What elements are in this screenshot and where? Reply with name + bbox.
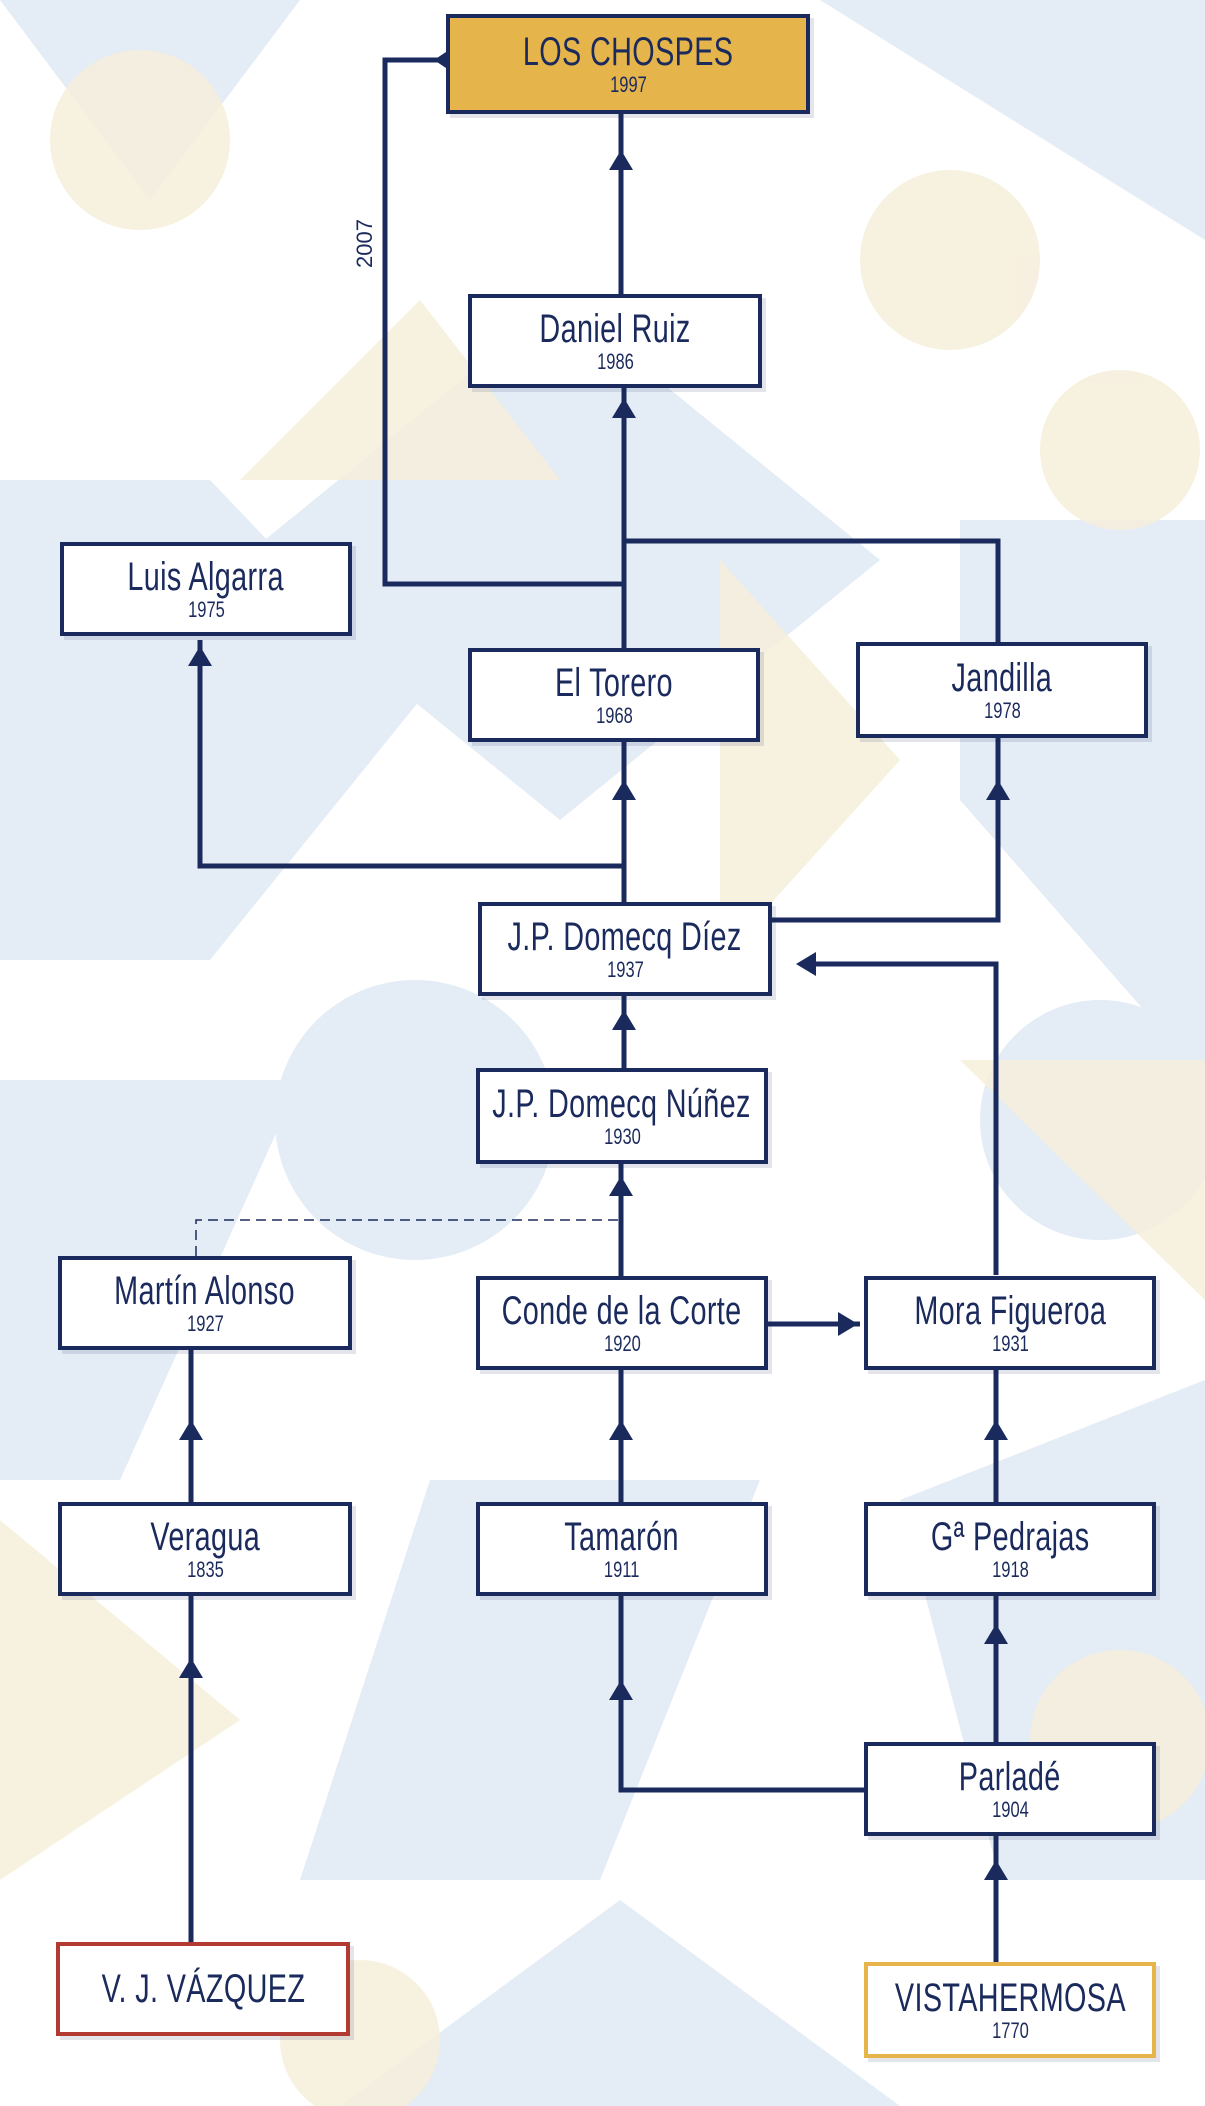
- node-year: 1927: [186, 1311, 224, 1336]
- node-name: Jandilla: [951, 656, 1053, 700]
- node-conde-de-la-corte[interactable]: Conde de la Corte 1920: [476, 1276, 768, 1370]
- node-name: Gª Pedrajas: [930, 1515, 1090, 1559]
- node-year: 1930: [603, 1124, 641, 1149]
- node-year: 1835: [186, 1557, 224, 1582]
- node-year: 1931: [991, 1331, 1029, 1356]
- node-los-chospes[interactable]: LOS CHOSPES 1997: [446, 14, 810, 114]
- node-year: 1937: [606, 957, 644, 982]
- node-parlade[interactable]: Parladé 1904: [864, 1742, 1156, 1836]
- node-ga-pedrajas[interactable]: Gª Pedrajas 1918: [864, 1502, 1156, 1596]
- node-name: Veragua: [150, 1515, 260, 1559]
- node-name: Tamarón: [564, 1515, 680, 1559]
- node-year: 1904: [991, 1797, 1029, 1822]
- node-name: J.P. Domecq Díez: [507, 915, 743, 959]
- node-name: Daniel Ruiz: [539, 307, 691, 351]
- node-luis-algarra[interactable]: Luis Algarra 1975: [60, 542, 352, 636]
- node-name: Mora Figueroa: [914, 1289, 1106, 1333]
- node-year: 1978: [983, 698, 1021, 723]
- node-mora-figueroa[interactable]: Mora Figueroa 1931: [864, 1276, 1156, 1370]
- node-year: 1911: [604, 1557, 640, 1582]
- node-tamaron[interactable]: Tamarón 1911: [476, 1502, 768, 1596]
- node-martin-alonso[interactable]: Martín Alonso 1927: [58, 1256, 352, 1350]
- node-name: V. J. VÁZQUEZ: [101, 1967, 305, 2011]
- node-year: 1986: [596, 349, 634, 374]
- link-year-label: 2007: [352, 219, 377, 268]
- node-vistahermosa[interactable]: VISTAHERMOSA 1770: [864, 1962, 1156, 2058]
- node-name: J.P. Domecq Núñez: [492, 1082, 752, 1126]
- node-year: 1920: [603, 1331, 641, 1356]
- node-year: 1997: [609, 72, 647, 97]
- node-jp-domecq-nunez[interactable]: J.P. Domecq Núñez 1930: [476, 1068, 768, 1164]
- node-name: Martín Alonso: [114, 1269, 296, 1313]
- node-jandilla[interactable]: Jandilla 1978: [856, 642, 1148, 738]
- node-year: 1968: [595, 703, 633, 728]
- node-name: Luis Algarra: [127, 555, 285, 599]
- node-year: 1975: [187, 597, 225, 622]
- node-jp-domecq-diez[interactable]: J.P. Domecq Díez 1937: [478, 902, 772, 996]
- node-year: 1918: [991, 1557, 1029, 1582]
- node-name: El Torero: [555, 661, 673, 705]
- node-name: Conde de la Corte: [502, 1289, 742, 1333]
- node-year: 1770: [991, 2018, 1029, 2043]
- node-el-torero[interactable]: El Torero 1968: [468, 648, 760, 742]
- node-daniel-ruiz[interactable]: Daniel Ruiz 1986: [468, 294, 762, 388]
- node-vj-vazquez[interactable]: V. J. VÁZQUEZ: [56, 1942, 350, 2036]
- node-veragua[interactable]: Veragua 1835: [58, 1502, 352, 1596]
- node-name: LOS CHOSPES: [522, 30, 734, 74]
- node-name: Parladé: [959, 1755, 1061, 1799]
- node-name: VISTAHERMOSA: [894, 1976, 1126, 2020]
